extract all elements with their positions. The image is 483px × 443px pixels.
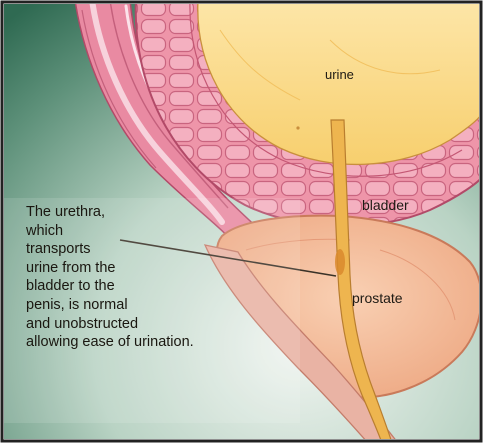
prostate-label: prostate: [352, 289, 403, 307]
caption-line: The urethra,: [26, 203, 194, 222]
caption-line: allowing ease of urination.: [26, 333, 194, 352]
caption-line: which: [26, 222, 194, 241]
bladder-label: bladder: [362, 196, 409, 214]
caption-line: penis, is normal: [26, 296, 194, 315]
urine-label: urine: [325, 66, 354, 84]
caption-line: bladder to the: [26, 277, 194, 296]
urethra-caption: The urethra, which transports urine from…: [26, 203, 194, 352]
caption-line: and unobstructed: [26, 315, 194, 334]
caption-line: transports: [26, 240, 194, 259]
caption-line: urine from the: [26, 259, 194, 278]
